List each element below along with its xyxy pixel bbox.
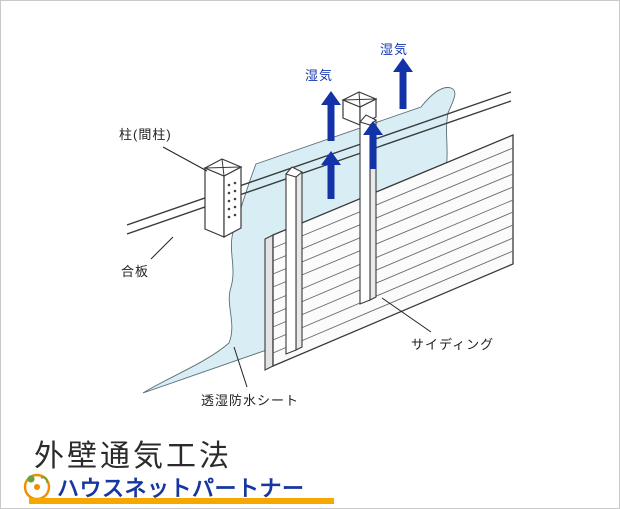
moisture-arrows bbox=[321, 58, 413, 199]
leader-line-pillar bbox=[162, 146, 208, 172]
furring-rail-line bbox=[126, 91, 512, 235]
label-moisture-left: 湿気 bbox=[305, 68, 334, 83]
nail-dots bbox=[227, 181, 237, 219]
brand-underline bbox=[29, 498, 334, 504]
label-sheet: 透湿防水シート bbox=[201, 393, 300, 408]
label-siding: サイディング bbox=[411, 337, 495, 352]
moisture-arrow-icon bbox=[321, 91, 341, 141]
label-pillar: 柱(間柱) bbox=[119, 127, 172, 142]
leader-line-siding bbox=[381, 297, 432, 333]
vertical-furring-strip-left bbox=[285, 166, 303, 355]
moisture-arrow-icon bbox=[363, 121, 383, 169]
page-title: 外壁通気工法 bbox=[34, 440, 232, 473]
leader-lines bbox=[150, 146, 432, 388]
moisture-arrow-icon bbox=[393, 58, 413, 109]
moisture-arrow-icon bbox=[321, 151, 341, 199]
stud-pillar bbox=[203, 158, 243, 238]
label-plywood: 合板 bbox=[121, 264, 150, 279]
label-moisture-top: 湿気 bbox=[380, 42, 409, 57]
siding-panel bbox=[264, 134, 514, 371]
leader-line-plywood bbox=[150, 236, 174, 260]
brand-row: ハウスネットパートナー bbox=[19, 469, 349, 507]
leader-line-sheet bbox=[233, 346, 248, 388]
brand-name: ハウスネットパートナー bbox=[57, 476, 305, 501]
stud-pillar-top bbox=[341, 91, 378, 126]
siding-board-lines bbox=[272, 147, 514, 354]
